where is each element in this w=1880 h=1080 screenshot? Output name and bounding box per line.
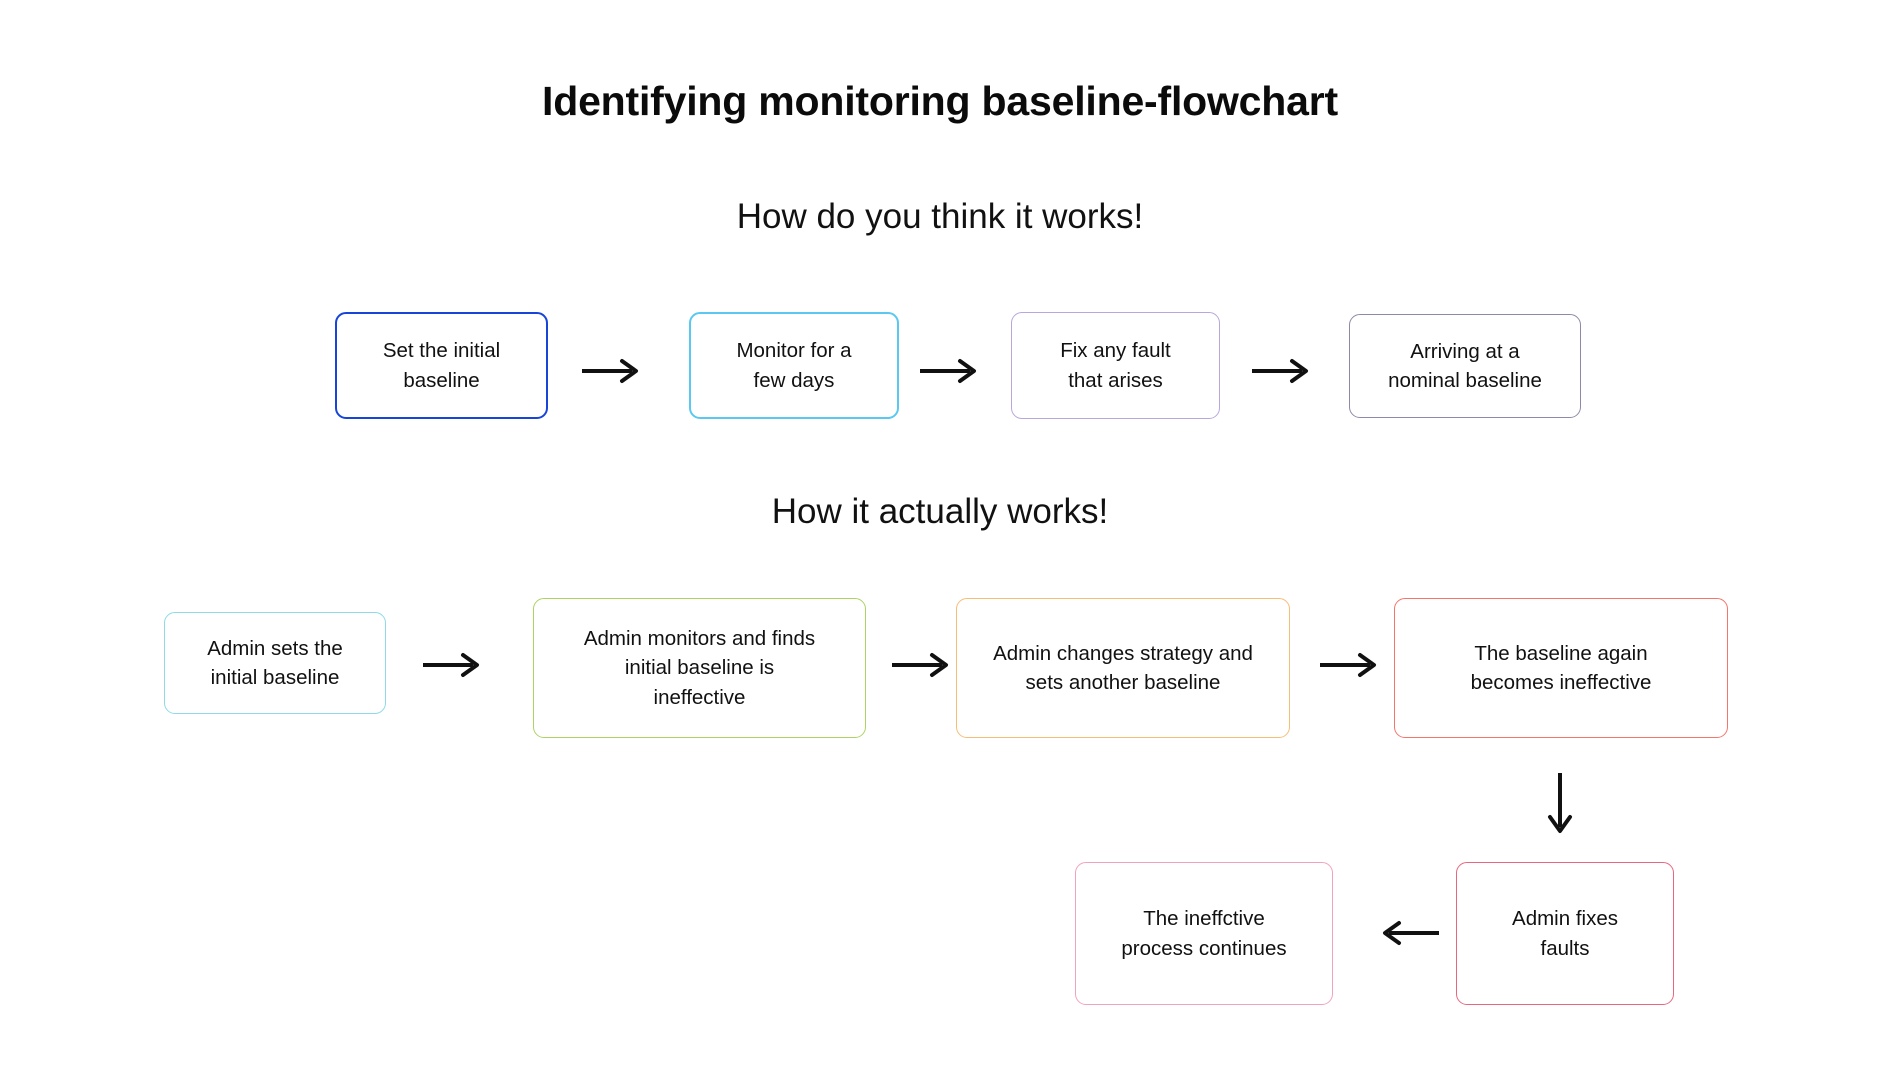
node-label: Admin monitors and finds initial baselin… (583, 627, 816, 709)
right-arrow-icon (578, 351, 648, 391)
node-label: Set the initial baseline (382, 339, 501, 392)
node-label: Admin changes strategy and sets another … (993, 641, 1253, 694)
node-label: Arriving at a nominal baseline (1388, 339, 1542, 392)
node-label: Monitor for a few days (736, 339, 852, 392)
node-label: The ineffctive process continues (1121, 907, 1287, 960)
node-baseline-again-ineffective[interactable]: The baseline again becomes ineffective (1394, 598, 1728, 738)
right-arrow-icon (419, 645, 489, 685)
right-arrow-icon (916, 351, 986, 391)
node-arriving-nominal-baseline[interactable]: Arriving at a nominal baseline (1349, 314, 1581, 418)
node-admin-sets-initial-baseline[interactable]: Admin sets the initial baseline (164, 612, 386, 714)
section-heading-expected: How do you think it works! (736, 197, 1144, 236)
right-arrow-icon (1316, 645, 1386, 685)
right-arrow-icon (888, 645, 958, 685)
down-arrow-icon (1530, 770, 1590, 842)
node-admin-monitors-finds-ineffective[interactable]: Admin monitors and finds initial baselin… (533, 598, 866, 738)
node-monitor-few-days[interactable]: Monitor for a few days (689, 312, 899, 419)
node-admin-changes-strategy[interactable]: Admin changes strategy and sets another … (956, 598, 1290, 738)
node-label: Fix any fault that arises (1060, 339, 1171, 392)
node-fix-any-fault[interactable]: Fix any fault that arises (1011, 312, 1220, 419)
node-label: Admin sets the initial baseline (207, 636, 343, 689)
section-heading-actual: How it actually works! (771, 492, 1109, 531)
node-ineffective-process-continues[interactable]: The ineffctive process continues (1075, 862, 1333, 1005)
node-label: The baseline again becomes ineffective (1470, 641, 1652, 694)
left-arrow-icon (1370, 913, 1446, 953)
node-set-initial-baseline[interactable]: Set the initial baseline (335, 312, 548, 419)
right-arrow-icon (1248, 351, 1318, 391)
node-admin-fixes-faults[interactable]: Admin fixes faults (1456, 862, 1674, 1005)
page-title: Identifying monitoring baseline-flowchar… (542, 78, 1338, 124)
node-label: Admin fixes faults (1512, 907, 1618, 960)
